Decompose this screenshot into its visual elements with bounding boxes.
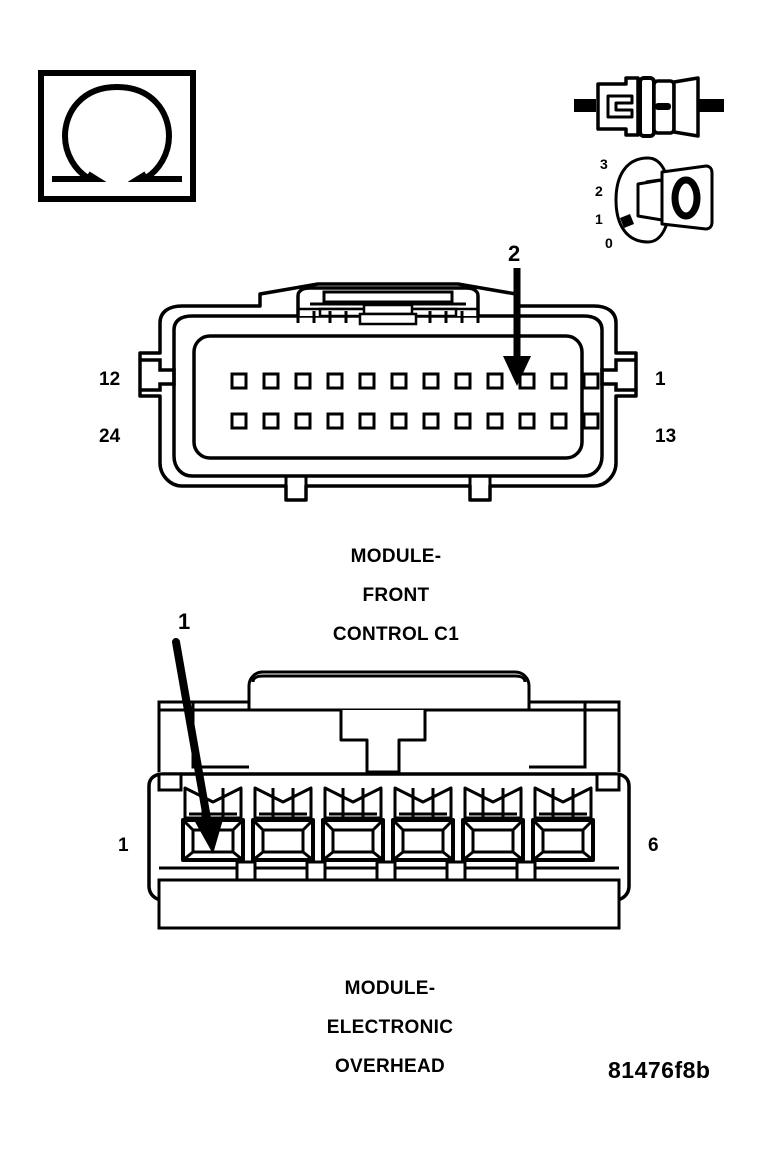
caption-electronic-overhead: MODULE- ELECTRONIC OVERHEAD	[230, 978, 550, 1078]
pin-label-top-left-12: 12	[99, 369, 121, 390]
caption-line-1: MODULE-	[350, 546, 442, 567]
cavity-group	[181, 786, 595, 862]
caption-line-1: MODULE-	[344, 978, 436, 999]
pin-label-left-1: 1	[118, 835, 129, 856]
ohm-symbol-icon	[38, 70, 196, 202]
cavity-3	[321, 786, 385, 862]
ignition-position-1: 1	[595, 211, 603, 227]
callout-arrow-1-graphic	[172, 638, 224, 854]
callout-arrow-2	[495, 268, 541, 388]
caption-line-2: ELECTRONIC	[326, 1017, 454, 1038]
callout-arrow-1	[168, 636, 238, 861]
caption-line-2: FRONT	[362, 585, 430, 606]
pin-label-top-right-1: 1	[655, 369, 666, 390]
ohm-symbol-box	[38, 70, 196, 202]
figure-id-label: 81476f8b	[608, 1057, 711, 1083]
connector-electronic-overhead	[145, 662, 633, 942]
cavity-2	[251, 786, 315, 862]
ignition-position-2: 2	[595, 183, 603, 199]
inline-connector-icon	[572, 72, 732, 142]
cavity-5	[461, 786, 525, 862]
caption-front-control-c1: MODULE- FRONT CONTROL C1	[236, 546, 556, 646]
callout-label-1: 1	[178, 609, 191, 634]
caption-line-3: CONTROL C1	[332, 624, 460, 645]
ignition-position-3: 3	[600, 156, 608, 172]
callout-arrow-2-graphic	[503, 268, 531, 386]
connector-electronic-overhead-graphic	[147, 670, 631, 930]
connector-front-control-c1-graphic	[138, 282, 638, 502]
inline-connector-graphic	[574, 76, 724, 138]
callout-label-2: 2	[508, 241, 521, 266]
pin-label-bottom-right-13: 13	[655, 426, 677, 447]
pin-label-right-6: 6	[648, 835, 659, 856]
ignition-switch-icon	[600, 150, 720, 250]
cavity-4	[391, 786, 455, 862]
cavity-6	[531, 786, 595, 862]
caption-line-3: OVERHEAD	[334, 1056, 446, 1077]
connector-front-control-c1	[138, 278, 638, 540]
pin-label-bottom-left-24: 24	[99, 426, 121, 447]
ignition-position-0: 0	[605, 235, 613, 251]
pin-grid	[230, 372, 600, 430]
ignition-switch-graphic	[614, 156, 714, 244]
